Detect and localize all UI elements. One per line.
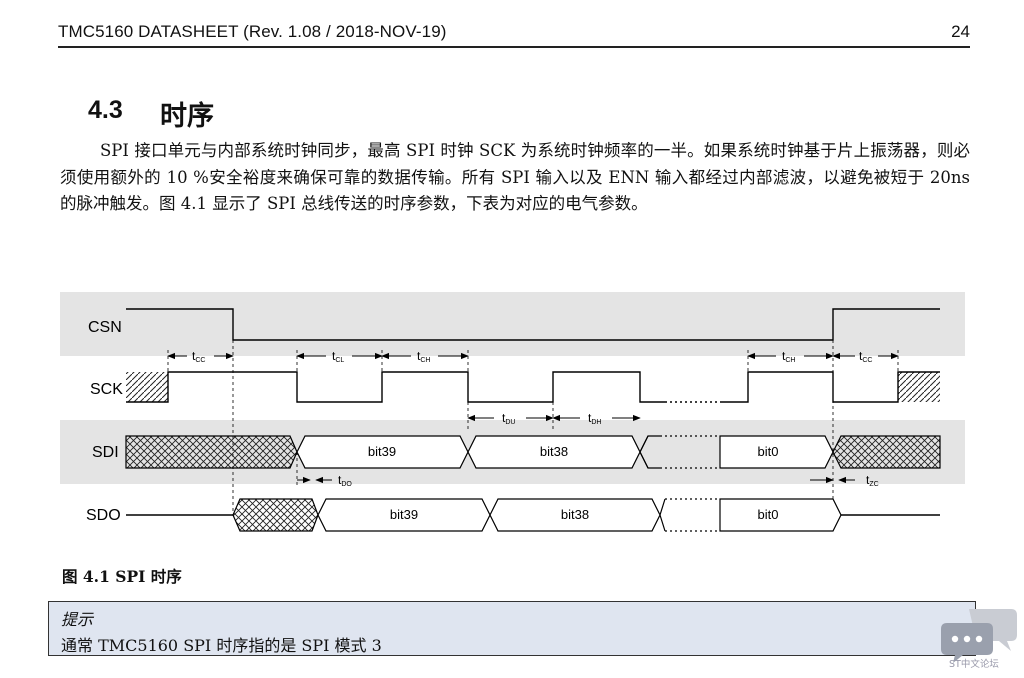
hint-box: 提示 通常 TMC5160 SPI 时序指的是 SPI 模式 3 [48, 601, 976, 656]
sdi-bit0-label: bit0 [758, 444, 779, 459]
page-header: TMC5160 DATASHEET (Rev. 1.08 / 2018-NOV-… [58, 22, 970, 48]
sdi-hatch-left [125, 435, 298, 469]
sdo-bit38-label: bit38 [561, 507, 589, 522]
sdo-bit38-tail [659, 498, 666, 532]
hint-title: 提示 [61, 610, 94, 629]
tcl-label: tCL [332, 349, 344, 364]
body-paragraph: SPI 接口单元与内部系统时钟同步，最高 SPI 时钟 SCK 为系统时钟频率的… [60, 141, 970, 213]
sck-idle-hatch-right [898, 372, 940, 402]
sdi-bit0-cell [719, 435, 834, 469]
chat-bubble-icon [941, 609, 1017, 663]
section-number: 4.3 [88, 96, 123, 124]
spi-timing-diagram: CSN SCK SDI SDO tCC tCL tCH tCH tCC [60, 292, 965, 532]
csn-label: CSN [88, 319, 122, 336]
tch-label-2: tCH [782, 349, 795, 364]
tdo-label: tDO [338, 473, 352, 488]
sdo-hatch [232, 498, 319, 532]
sdo-label: SDO [86, 507, 121, 524]
sdo-bit0-label: bit0 [758, 507, 779, 522]
sck-waveform-right [720, 371, 940, 403]
sck-idle-hatch-left [126, 372, 168, 402]
page-number: 24 [951, 22, 970, 41]
sdo-bit39-label: bit39 [390, 507, 418, 522]
document-title: TMC5160 DATASHEET (Rev. 1.08 / 2018-NOV-… [58, 22, 447, 41]
section-title: 时序 [160, 101, 214, 132]
sdi-label: SDI [92, 444, 119, 461]
csn-waveform [126, 308, 940, 341]
sdi-bit38-label: bit38 [540, 444, 568, 459]
tzc-label: tZC [866, 473, 879, 488]
sdo-bit0-cell [719, 498, 842, 532]
hint-text: 通常 TMC5160 SPI 时序指的是 SPI 模式 3 [61, 636, 382, 655]
csn-row-background [60, 292, 965, 356]
sck-label: SCK [90, 381, 123, 398]
tcc-label-1: tCC [192, 349, 205, 364]
figure-caption: 图 4.1 SPI 时序 [62, 567, 182, 586]
watermark-text: ST中文论坛 [949, 659, 999, 670]
tdu-label: tDU [502, 411, 515, 426]
tcc-label-2: tCC [859, 349, 872, 364]
sdi-bit39-label: bit39 [368, 444, 396, 459]
tch-label-1: tCH [417, 349, 430, 364]
tdh-label: tDH [588, 411, 601, 426]
sdi-hatch-right [832, 435, 941, 469]
sck-waveform-left [126, 371, 665, 403]
sdi-bit0-lead [639, 435, 649, 469]
